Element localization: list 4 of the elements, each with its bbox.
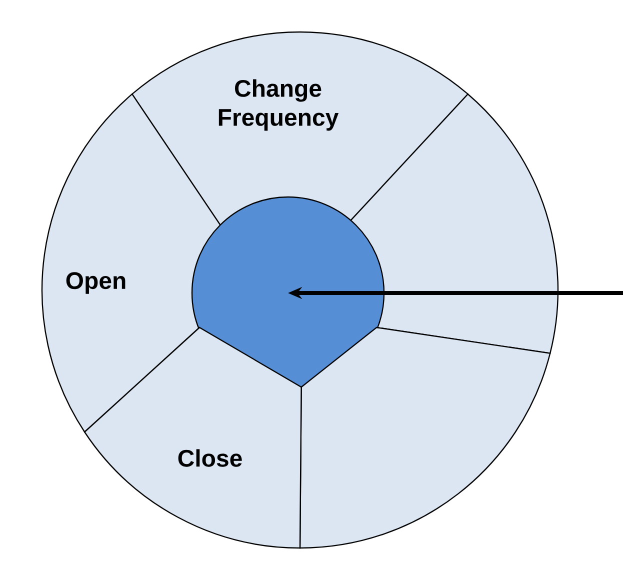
- ring-sector: Close: [84, 326, 302, 549]
- ring-sector: Change Frequency: [132, 31, 468, 226]
- ring-sector: [299, 326, 551, 549]
- ring-sector: [350, 94, 558, 354]
